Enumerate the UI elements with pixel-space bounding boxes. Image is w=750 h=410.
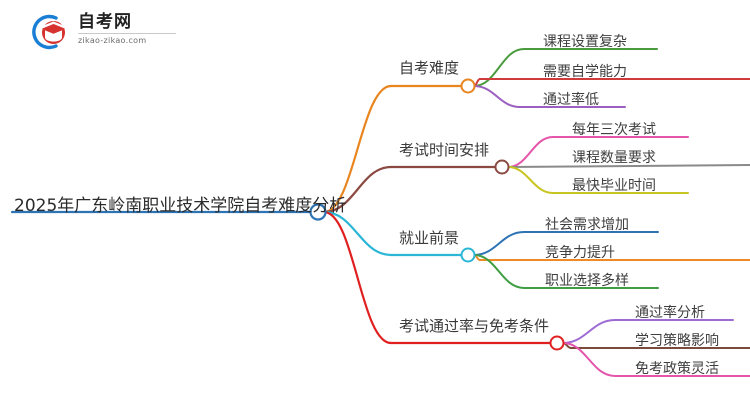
logo-domain: zikao-zikao.com [78, 36, 147, 45]
leaf-label-2-3: 最快毕业时间 [572, 178, 656, 194]
leaf-label-1-2: 需要自学能力 [543, 64, 627, 80]
leaf-label-1-3: 通过率低 [543, 92, 599, 108]
logo-divider [78, 33, 176, 34]
leaf-label-4-1: 通过率分析 [635, 305, 705, 321]
leaf-label-2-1: 每年三次考试 [572, 122, 656, 138]
leaf-label-4-3: 免考政策灵活 [635, 361, 719, 377]
leaf-label-3-3: 职业选择多样 [545, 273, 629, 289]
leaf-label-2-2: 课程数量要求 [572, 150, 656, 166]
branch-node-3[interactable] [460, 247, 476, 263]
leaf-label-3-1: 社会需求增加 [545, 217, 629, 233]
leaf-label-1-1: 课程设置复杂 [543, 34, 627, 50]
leaf-label-4-2: 学习策略影响 [635, 333, 719, 349]
logo-text: 自考网 zikao-zikao.com [78, 12, 178, 50]
branch-label-2: 考试时间安排 [399, 141, 490, 159]
branch-label-3: 就业前景 [399, 229, 460, 247]
site-logo: 自考网 zikao-zikao.com [30, 12, 178, 52]
branch-label-1: 自考难度 [399, 59, 460, 77]
root-node[interactable] [309, 203, 327, 221]
branch-node-4[interactable] [549, 335, 565, 351]
branch-node-1[interactable] [460, 78, 476, 94]
graduation-cap-icon [30, 14, 72, 50]
leaf-label-3-2: 竞争力提升 [545, 245, 615, 261]
root-node-label: 2025年广东岭南职业技术学院自考难度分析 [14, 196, 347, 216]
branch-label-4: 考试通过率与免考条件 [399, 317, 550, 335]
branch-node-2[interactable] [494, 159, 510, 175]
logo-title: 自考网 [78, 12, 132, 32]
